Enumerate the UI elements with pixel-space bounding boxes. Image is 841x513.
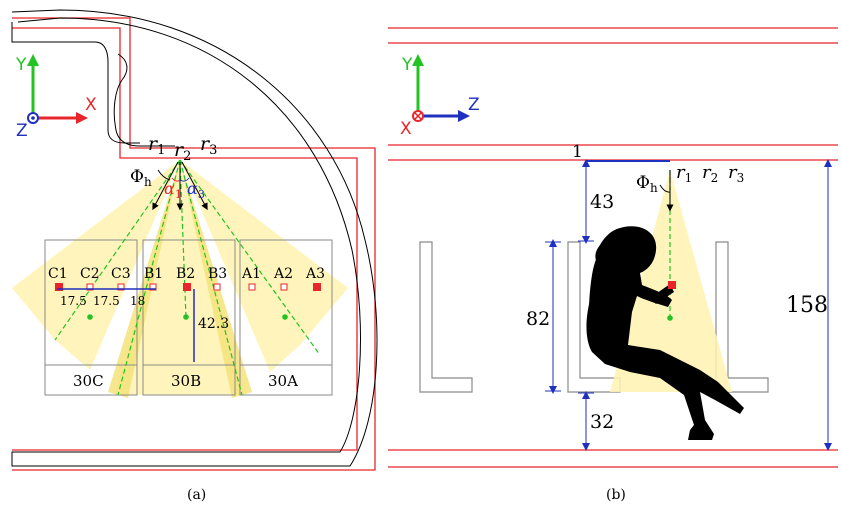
marker-b1 [149,283,157,291]
marker-b2 [183,283,191,291]
seat-grid [44,239,333,396]
seat-markers [55,283,321,291]
seat-label: B2 [176,266,195,282]
row-label: 30A [268,372,298,390]
beam-narrow-left [108,160,180,398]
sensor-r1-label: r1 [676,162,692,185]
panel-a: Y X Z r1 r2 r3 Φh α1 α3 C1 C2 C3 B1 B2 B… [11,9,378,471]
caption-b: (b) [606,487,626,503]
vertical-distance-label: 42.3 [198,316,229,332]
row-labels: 30C 30B 30A [73,372,298,390]
spacing-label: 17.5 [93,294,120,308]
sensor-r3-label: r3 [200,133,217,158]
beam-narrow-right [180,160,252,398]
spacing-label: 17.5 [60,294,87,308]
marker-c2 [86,283,94,291]
seat-label: A3 [305,266,325,282]
phi-label: Φh [130,167,152,189]
seat-label: A1 [241,266,261,282]
seat-labels: C1 C2 C3 B1 B2 B3 A1 A2 A3 [48,266,325,282]
axis-z-label: Z [468,95,480,115]
beam-cone-center [115,160,245,395]
axis-x-label: X [400,119,412,139]
cabin-outline-red-outer [12,17,376,471]
axis-y-label: Y [401,55,413,75]
alpha1-arc [171,177,181,182]
sensor-r3-label: r3 [728,162,744,185]
spacing-labels: 17.5 17.5 18 [60,294,145,308]
overhead-bin-outline [113,53,175,147]
floor-to-seat-label: 32 [590,411,614,433]
seat-label: C3 [111,266,131,282]
ceiling-to-seat-label: 43 [590,191,614,213]
fuselage-curve [11,9,378,467]
seat-label: C1 [48,266,68,282]
sensor-r2-label: r2 [702,162,718,185]
measurement-point [667,315,673,321]
sensor-direction-arrows [152,161,208,211]
marker-a1 [248,283,256,291]
measurement-points [87,314,288,320]
alpha1-label: α1 [164,179,182,201]
beam-axes [54,159,321,396]
seat-height-label: 82 [526,308,550,330]
row-label: 30C [73,372,104,390]
sensor-r1-label: r1 [148,133,165,158]
phi-arc [157,169,171,181]
axes-a [27,54,88,124]
sensor-r2-label: r2 [174,139,191,164]
axis-y-label: Y [15,55,27,75]
caption-a: (a) [187,487,207,503]
phi-arc [659,184,671,193]
axis-z-label: Z [16,121,28,141]
spacing-label: 18 [130,294,145,308]
phi-label: Φh [636,173,658,195]
alpha3-label: α3 [187,179,205,201]
seat-label: A2 [273,266,293,282]
seat-label: B1 [144,266,163,282]
seat-label: C2 [80,266,100,282]
axis-x-label: X [85,95,97,115]
seat-label: B3 [208,266,227,282]
marker-a3 [313,283,321,291]
row-label: 30B [171,372,201,390]
marker-c3 [117,283,125,291]
alpha3-arc [179,177,190,182]
beam-cone-left [12,160,180,370]
offset-label: 1 [572,142,583,162]
passenger-silhouette [586,226,744,440]
panel-b: 1 43 82 32 158 r1 r2 r3 Φh Y Z X [388,27,838,468]
dim-ticks [545,240,594,394]
marker-c1 [55,283,63,291]
axes-b [412,54,470,122]
cabin-height-label: 158 [786,293,828,318]
fuselage-outline [11,22,140,144]
marker-a2 [280,283,288,291]
cabin-outline-red [12,27,358,451]
marker-b3 [213,283,221,291]
beam-cone-right [180,160,348,372]
cabin-frame-red [388,27,838,468]
